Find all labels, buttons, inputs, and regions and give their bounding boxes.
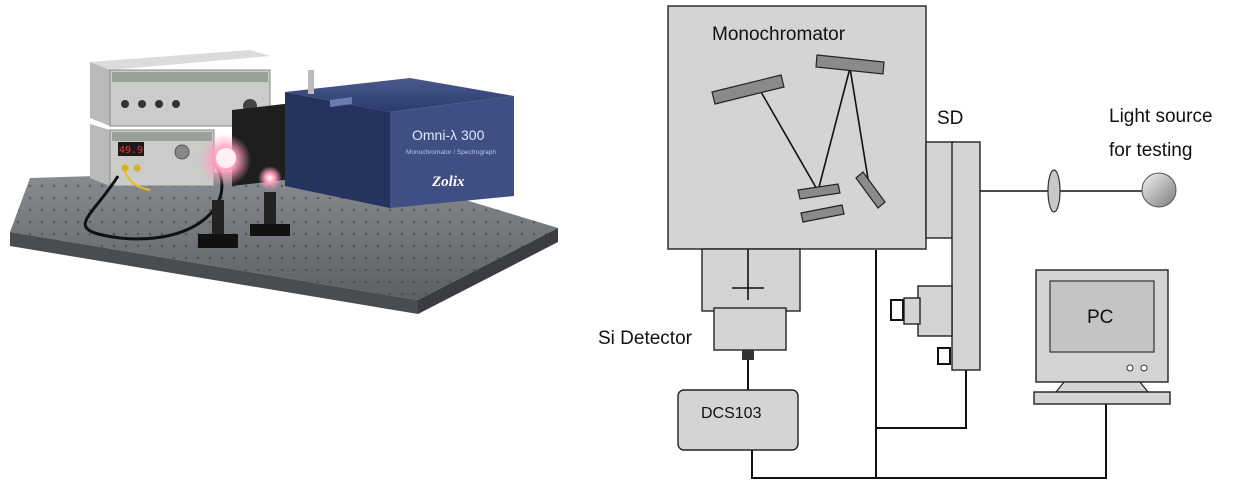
monochromator-beam-path (756, 67, 871, 194)
pc-screen (1049, 280, 1155, 353)
sd-label: SD (937, 108, 963, 129)
monochromator-label: Monochromator (712, 24, 846, 45)
photo-monochromator: Omni-λ 300 Monochromator / Spectrograph … (285, 70, 514, 208)
sd-plate (951, 141, 981, 371)
light-source-label-line2: for testing (1109, 140, 1192, 161)
filter-wheel (890, 285, 953, 365)
pc-computer: PC (1033, 269, 1171, 405)
wire-bus-bottom (751, 403, 1107, 479)
optical-table-side (418, 228, 558, 314)
controller-bottom: 49.9 (90, 124, 215, 187)
photo-cable-yellow (123, 169, 151, 191)
sd-housing-back (925, 141, 955, 239)
focusing-lens (1047, 169, 1061, 213)
dcs103-box (677, 389, 799, 451)
pc-stand (1054, 381, 1150, 393)
si-detector-label: Si Detector (598, 328, 693, 349)
grating-small-upper (797, 183, 841, 200)
photo-brand-label: Zolix (431, 174, 465, 190)
dcs103-label: DCS103 (701, 405, 762, 422)
pc-label: PC (1087, 307, 1113, 328)
photo-cable (83, 161, 224, 241)
setup-photo: 49.9 (10, 50, 558, 314)
light-source-sphere (1141, 172, 1177, 208)
photo-display-readout: 49.9 (119, 145, 143, 156)
optical-table-edge (10, 232, 418, 314)
monochromator-box (667, 5, 927, 250)
grating-small-lower (800, 204, 845, 223)
wire-sd-to-bus (876, 370, 967, 429)
pc-base-unit (1033, 391, 1171, 405)
detector-upper-housing (701, 248, 801, 312)
optical-posts (198, 192, 290, 248)
detector-connector (742, 350, 754, 360)
light-source-label-line1: Light source (1109, 106, 1213, 127)
photo-subtitle-label: Monochromator / Spectrograph (406, 149, 496, 156)
schematic-diagram: Monochromator SD Light source for testin… (598, 5, 1213, 479)
grating-tilted (855, 171, 886, 209)
detector-lower-housing (713, 307, 787, 351)
mirror-left (711, 74, 785, 105)
photo-model-label: Omni-λ 300 (412, 127, 485, 143)
mirror-top-right (815, 54, 885, 75)
